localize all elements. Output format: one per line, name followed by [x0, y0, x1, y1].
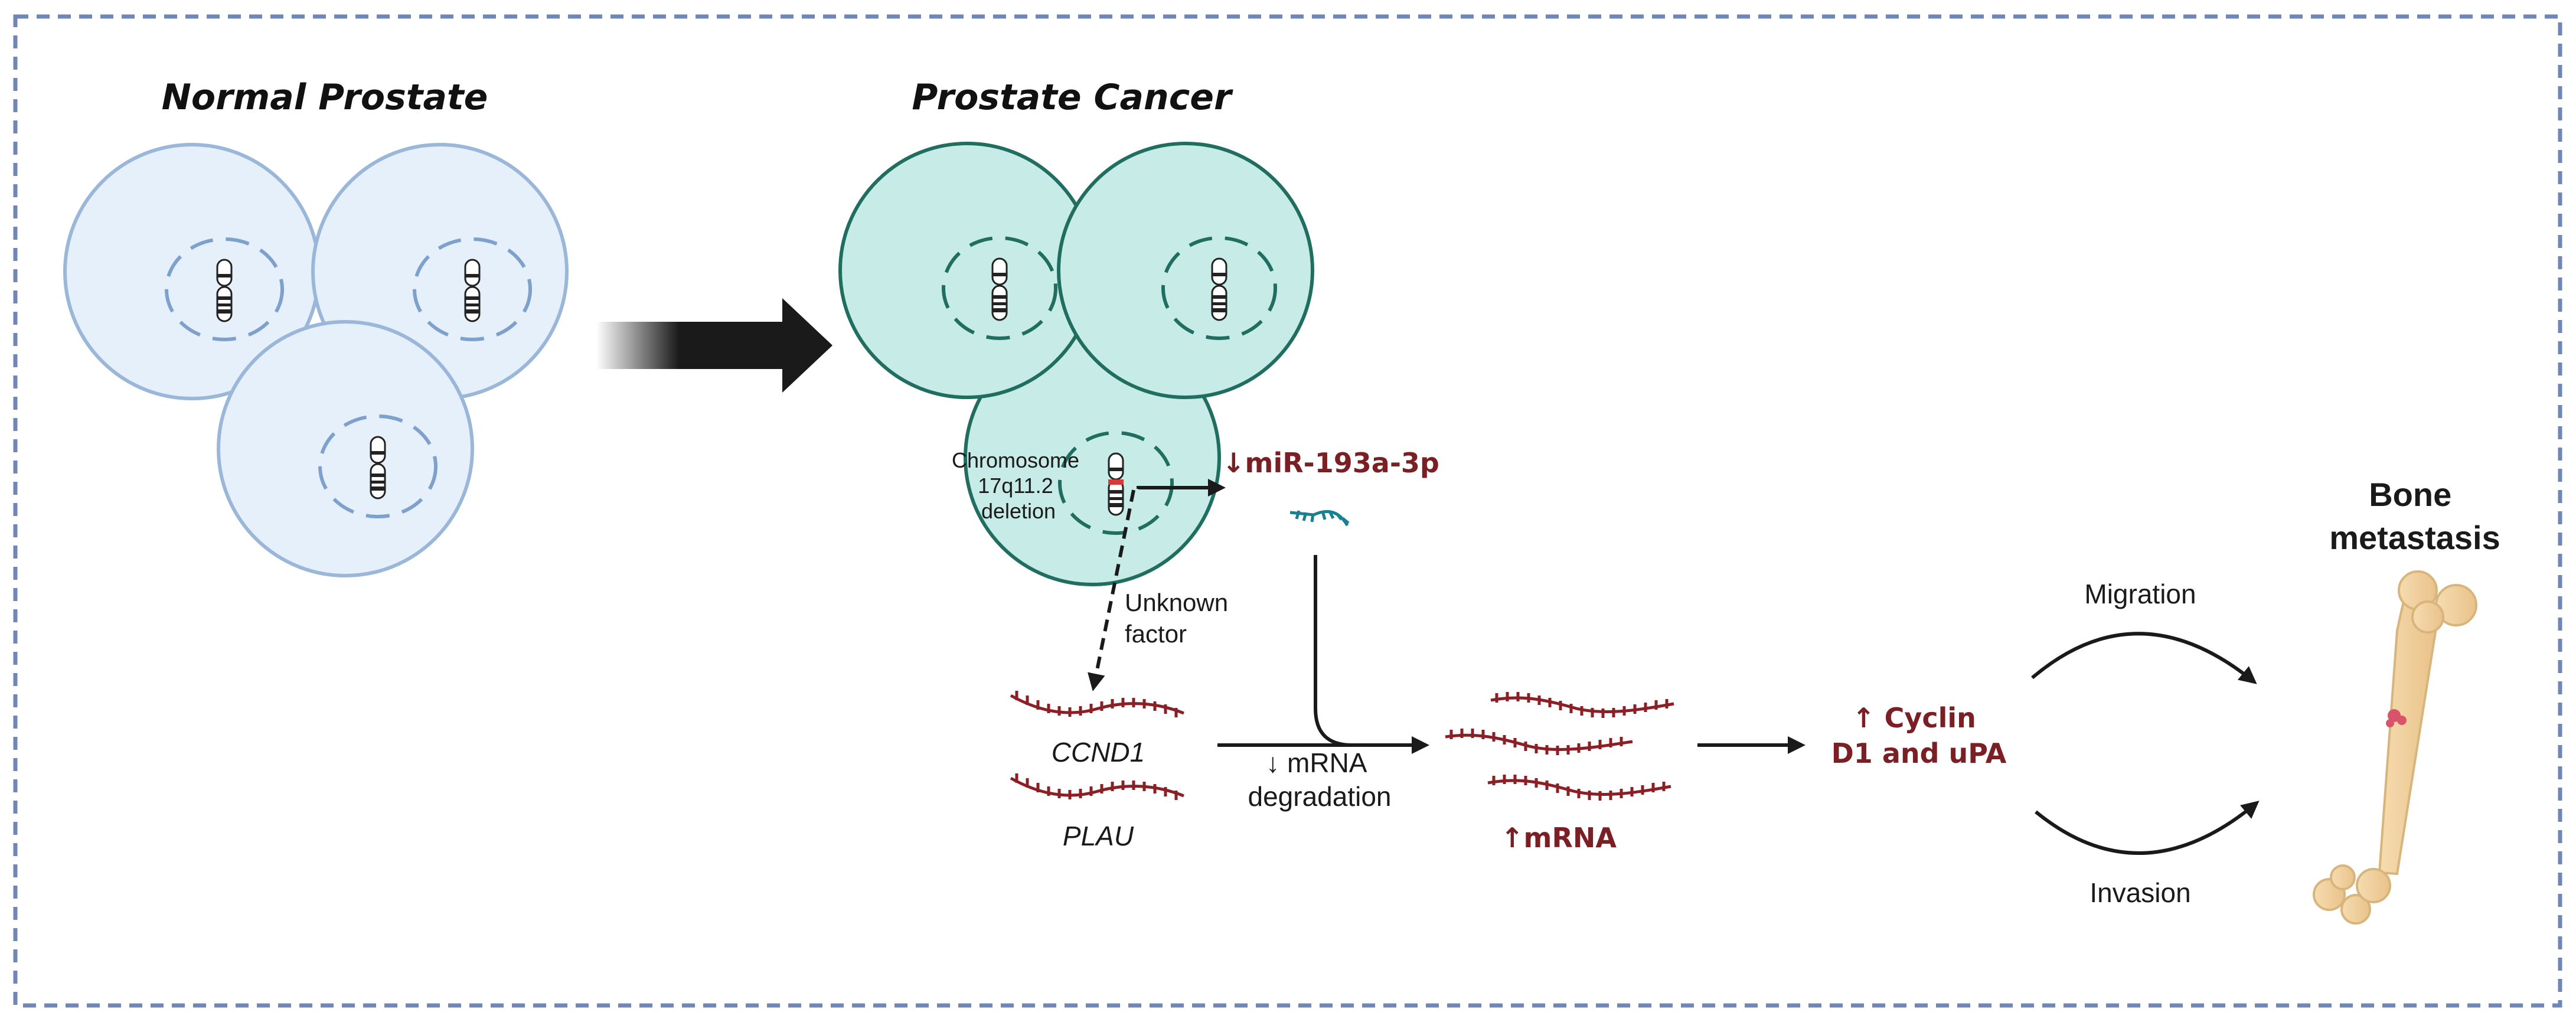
- bone-icon: [2313, 570, 2477, 925]
- invasion-label: Invasion: [2089, 877, 2190, 908]
- normal-nuclei: [165, 237, 532, 518]
- migration-arrow: [2031, 632, 2257, 684]
- cancer-cells: [838, 142, 1314, 586]
- mirna-hairpin-icon: [1289, 510, 1350, 527]
- normal-cells: [63, 143, 569, 577]
- cancer-cell: [838, 142, 1096, 399]
- ccnd1-mrna-icon: [1010, 691, 1184, 717]
- nucleus: [318, 414, 438, 518]
- plau-label: PLAU: [1063, 821, 1134, 851]
- plau-mrna-icon: [1010, 773, 1184, 800]
- mrna-up-label: ↑mRNA: [1501, 822, 1617, 854]
- unknown-factor-arrow: [1088, 489, 1135, 691]
- nucleus: [1161, 236, 1277, 340]
- cyclin-label: ↑ Cyclin D1 and uPA: [1831, 702, 2007, 769]
- nucleus: [1058, 431, 1174, 535]
- migration-label: Migration: [2084, 579, 2196, 609]
- metastasis-spot-icon: [2386, 709, 2407, 727]
- chromosome-icon: [991, 257, 1008, 321]
- increased-mrna-icon: [1445, 692, 1674, 801]
- nucleus: [942, 236, 1057, 340]
- nucleus: [413, 237, 532, 341]
- outer-frame: [13, 14, 2562, 1008]
- invasion-arrow: [2035, 801, 2260, 855]
- unknown-factor-label: Unknown factor: [1125, 589, 1235, 648]
- normal-cell: [217, 320, 474, 577]
- bone-metastasis-title: Bone metastasis: [2329, 476, 2500, 556]
- cancer-cell: [1057, 142, 1314, 399]
- deletion-band: [1108, 479, 1124, 485]
- cancer-nuclei: [942, 236, 1277, 535]
- normal-prostate-title: Normal Prostate: [162, 77, 488, 118]
- ccnd1-label: CCND1: [1052, 737, 1145, 768]
- prostate-cancer-title: Prostate Cancer: [912, 77, 1233, 118]
- mrna-degradation-label: ↓ mRNA degradation: [1248, 747, 1392, 812]
- nucleus: [165, 237, 284, 341]
- chromosome-deletion-label: Chromosome 17q11.2 deletion: [952, 448, 1085, 523]
- chromosome-to-mir-arrow: [1137, 479, 1226, 497]
- chromosome-icon: [1211, 257, 1227, 321]
- chromosome-icon: [464, 259, 481, 322]
- chromosome-icon: [216, 259, 233, 322]
- transition-arrow-icon: [596, 298, 832, 393]
- chromosome-icon: [370, 436, 386, 499]
- mir-193a-label: ↓miR-193a-3p: [1222, 447, 1439, 479]
- mir-inhibition-line: [1314, 555, 1353, 747]
